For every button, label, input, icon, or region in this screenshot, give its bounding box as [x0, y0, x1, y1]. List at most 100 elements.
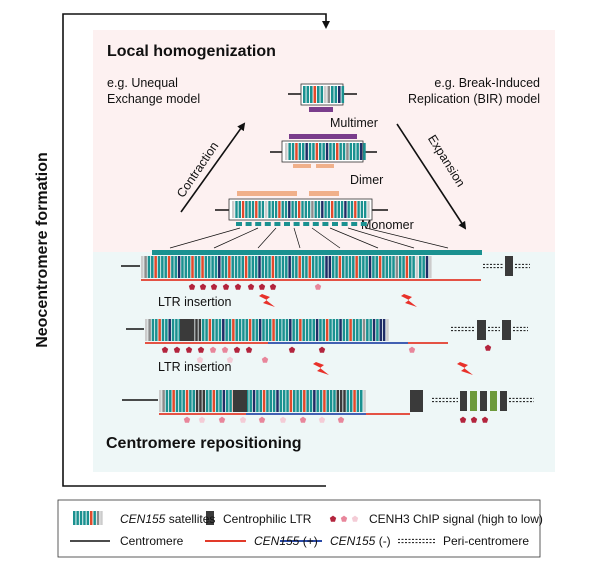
monomer-bar: [311, 201, 314, 218]
row1-bar: [375, 256, 378, 278]
row3-bar: [326, 390, 329, 412]
row1-bar: [208, 256, 211, 278]
monomer-bar: [271, 201, 274, 218]
monomer-unit-square: [284, 222, 290, 226]
multimer-bar: [341, 86, 345, 103]
row1-bar: [311, 256, 315, 278]
row1-bar: [288, 256, 291, 278]
legend-peri: Peri-centromere: [443, 534, 529, 548]
row3-bar: [346, 390, 350, 412]
legend-satellite-swatch-bar: [83, 511, 86, 525]
row3-bar: [272, 390, 276, 412]
row2-bar: [339, 319, 342, 341]
lightning-icon: [457, 362, 473, 375]
row3-bar: [356, 390, 360, 412]
monomer-unit-square: [332, 222, 338, 226]
row1-bar: [378, 256, 382, 278]
row2-chip-dot: [261, 356, 269, 363]
legend-satellite-swatch-bar: [93, 511, 96, 525]
row3-bar: [205, 390, 209, 412]
centromere-repositioning-title: Centromere repositioning: [106, 435, 302, 452]
row1-bar: [315, 256, 318, 278]
legend-satellites: CEN155 satellites: [120, 512, 215, 526]
monomer-bar: [327, 201, 331, 218]
dimer-bar: [322, 143, 325, 160]
legend-chip-mid: [340, 515, 348, 522]
dimer-bar: [329, 143, 332, 160]
row1-bar: [331, 256, 335, 278]
row3-bar: [202, 390, 206, 412]
monomer-bar: [350, 201, 354, 218]
row3-bar: [336, 390, 340, 412]
row3-chip-dot: [198, 416, 206, 423]
legend-minus-name: CEN155: [330, 534, 376, 548]
row3-bar: [319, 390, 323, 412]
row2-bar: [168, 319, 171, 341]
row3-bar: [259, 390, 262, 412]
row1-bar: [204, 256, 208, 278]
row2-bar: [299, 319, 302, 341]
row2-bar: [225, 319, 228, 341]
row1-bar: [402, 256, 405, 278]
dimer-label: Dimer: [350, 173, 383, 187]
row1-bar: [419, 256, 422, 278]
row2-bar: [275, 319, 279, 341]
monomer-bar: [291, 201, 294, 218]
row3-bar: [309, 390, 313, 412]
legend-satellite-swatch-bar: [76, 511, 79, 525]
row2-bar: [165, 319, 168, 341]
row1-bar: [325, 256, 328, 278]
dimer-unit-bar: [316, 164, 334, 168]
dimer-bar: [349, 143, 353, 160]
row2-bar: [201, 319, 205, 341]
row3-bar: [363, 390, 366, 412]
row1-bar: [187, 256, 191, 278]
fan-line: [329, 227, 379, 249]
monomer-bar: [294, 201, 298, 218]
row1-chip-dot: [269, 283, 277, 290]
row3-bar: [266, 390, 269, 412]
row2-bar: [356, 319, 359, 341]
row1-chip-dot: [199, 283, 207, 290]
row1-bar: [141, 256, 144, 278]
feedback-loop-arrow: [62, 13, 330, 487]
row3-bar: [349, 390, 353, 412]
row1-bar: [241, 256, 244, 278]
monomer-unit-square: [293, 222, 300, 226]
dimer-purple-bar: [289, 134, 357, 139]
monomer-bar: [298, 201, 301, 218]
row3-bar: [229, 390, 232, 412]
row1-bar: [167, 256, 171, 278]
row2-bar: [148, 319, 151, 341]
multimer-bar: [306, 86, 310, 103]
monomer-bar: [248, 201, 251, 218]
row1-bar: [177, 256, 181, 278]
row2-bar: [258, 319, 262, 341]
row3-bar: [185, 390, 189, 412]
monomer-unit-square: [274, 222, 281, 226]
row1-bar: [258, 256, 261, 278]
dimer-bar: [319, 143, 322, 160]
legend-satellite-swatch-bar: [73, 511, 76, 525]
row1-bar: [358, 256, 362, 278]
row1-bar: [191, 256, 194, 278]
row2-bar: [198, 319, 202, 341]
fan-line: [213, 227, 259, 249]
row1-bar: [385, 256, 389, 278]
fan-line: [311, 227, 341, 249]
legend-satellites-name: CEN155: [120, 512, 166, 526]
row1-bar: [151, 256, 154, 278]
monomer-peach-bar: [237, 191, 297, 196]
row1-bar: [355, 256, 358, 278]
row1-chip-dot: [234, 283, 242, 290]
expansion-arrow: [396, 123, 467, 230]
multimer-bar: [320, 86, 324, 103]
monomer-bar: [360, 201, 364, 218]
multimer-bar: [327, 86, 331, 103]
monomer-bar: [284, 201, 288, 218]
row3-chip-dot: [299, 416, 307, 423]
row2-bar: [242, 319, 245, 341]
legend-swatches: [70, 511, 436, 544]
row1-bar: [342, 256, 345, 278]
row2-chip-dot: [484, 344, 492, 351]
